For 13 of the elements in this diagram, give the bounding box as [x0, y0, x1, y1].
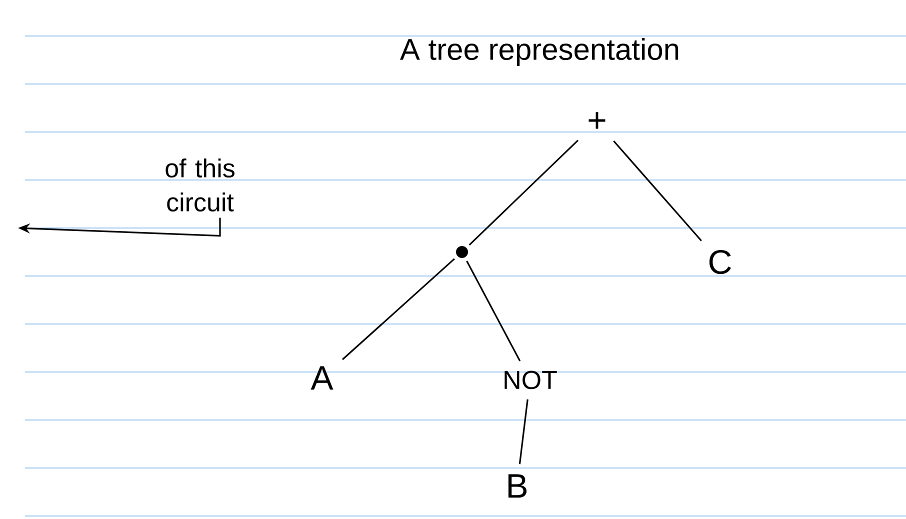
tree-label: B [508, 474, 527, 498]
title: A tree representation [400, 38, 678, 66]
tree-label: NOT [504, 370, 557, 390]
tree-label: + [588, 112, 606, 129]
tree-branch [466, 260, 521, 362]
tree-branch [468, 140, 579, 246]
tree-branch [518, 399, 528, 464]
note-text: of this circuit [166, 158, 234, 212]
tree-branch [342, 258, 455, 360]
tree-label: A [310, 366, 334, 390]
tree-label: C [709, 250, 731, 274]
tree-branch [613, 140, 702, 242]
dot [456, 246, 468, 258]
